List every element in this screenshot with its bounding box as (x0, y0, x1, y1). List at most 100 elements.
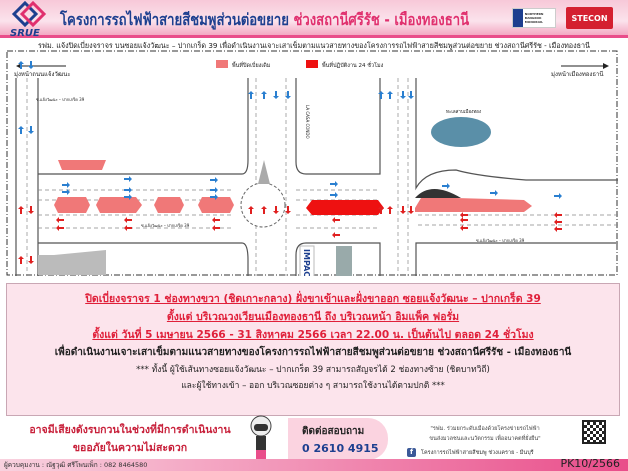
lake-photo (431, 117, 491, 147)
impact-logo (299, 245, 315, 276)
closure-original (54, 160, 532, 213)
arrow-u-icon (387, 91, 393, 99)
arrow-l-icon (460, 225, 468, 231)
arrow-r-icon (330, 181, 338, 187)
arrow-r-icon (124, 194, 132, 200)
arrow-u-icon (18, 61, 24, 69)
arrow-u-icon (261, 91, 267, 99)
footer-strip (0, 459, 628, 471)
noise-warning: อาจมีเสียงดังรบกวนในช่วงที่มีการดำเนินงา… (29, 424, 231, 454)
building-photo (336, 246, 352, 276)
lake-label: ทะเลสาบเมืองทอง (446, 108, 481, 115)
notice-note-2: และผู้ใช้ทางเข้า – ออก บริเวณซอยต่าง ๆ ส… (181, 381, 445, 391)
arrow-u-icon (18, 126, 24, 134)
notice-box: ปิดเบี่ยงจราจร 1 ช่องทางขวา (ชิดเกาะกลาง… (6, 283, 620, 416)
page-title: โครงการรถไฟฟ้าสายสีชมพูส่วนต่อขยาย ช่วงส… (60, 10, 470, 29)
arrow-u-icon (378, 91, 384, 99)
arrow-r-icon (554, 193, 562, 199)
mascot-icon (250, 415, 272, 460)
closure-24h (306, 200, 384, 215)
legend-24h-swatch (306, 60, 318, 68)
legend-original-swatch (216, 60, 228, 68)
facebook-icon: f (407, 448, 416, 457)
arrow-l-icon (56, 217, 64, 223)
arrow-l-icon (460, 217, 468, 223)
arrow-l-icon (332, 217, 340, 223)
impact-label: IMPACT (302, 249, 311, 276)
arrow-d-icon (285, 91, 291, 99)
arrow-d-icon (28, 61, 34, 69)
subtitle: รฟม. แจ้งปิดเบี่ยงจราจร บนซอยแจ้งวัฒนะ –… (38, 41, 590, 50)
arrow-d-icon (28, 256, 34, 264)
notice-closure: ปิดเบี่ยงจราจร 1 ช่องทางขวา (ชิดเกาะกลาง… (85, 293, 541, 305)
traffic-island (258, 160, 270, 184)
arrow-l-icon (554, 212, 562, 218)
traffic-island (38, 250, 106, 275)
arrow-r-icon (490, 190, 498, 196)
road-label: ซ.แจ้งวัฒนะ – ปากเกร็ด 39 (476, 237, 525, 243)
notice-location: ตั้งแต่ บริเวณวงเวียนเมืองทองธานี ถึง บร… (166, 311, 460, 323)
roundabout (240, 182, 286, 228)
nbm-logo: NORTHERN BANGKOK MONORAIL (512, 8, 556, 28)
arrow-u-icon (261, 206, 267, 214)
document-code: PK10/2566 (560, 457, 620, 470)
arrow-l-icon (212, 217, 220, 223)
road-edges (15, 78, 618, 276)
arrow-r-icon (210, 177, 218, 183)
traffic-map: มุ่งหน้าถนนแจ้งวัฒนะ มุ่งหน้าเมืองทองธาน… (6, 50, 618, 276)
header: SRUE โครงการรถไฟฟ้าสายสีชมพูส่วนต่อขยาย … (0, 0, 628, 38)
stecon-logo: STECON (566, 7, 613, 29)
arrow-u-icon (248, 206, 254, 214)
lane-markings (26, 78, 618, 276)
contact-phone[interactable]: 0 2610 4915 (302, 442, 379, 455)
arrow-u-icon (18, 206, 24, 214)
arrow-l-icon (124, 225, 132, 231)
closure-shadow (415, 189, 461, 198)
qr-code (582, 420, 606, 444)
slogan: "รฟม. ร่วมยกระดับเมืองด้วยโครงข่ายรถไฟฟ้… (429, 426, 541, 442)
notice-note-1: *** ทั้งนี้ ผู้ใช้เส้นทางซอยแจ้งวัฒนะ – … (136, 365, 490, 375)
contact-box: ติดต่อสอบถาม 0 2610 4915 (288, 418, 388, 460)
arrow-u-icon (248, 91, 254, 99)
supervisor: ผู้ควบคุมงาน : ณัฐวุฒิ ศรีโพนเพ็ก : 082 … (4, 461, 148, 469)
arrow-d-icon (28, 206, 34, 214)
arrow-d-icon (400, 206, 406, 214)
arrow-d-icon (28, 126, 34, 134)
notice-dates: ตั้งแต่ วันที่ 5 เมษายน 2566 - 31 สิงหาค… (92, 329, 534, 341)
arrow-r-icon (62, 182, 70, 188)
arrow-d-icon (285, 206, 291, 214)
arrow-d-icon (400, 91, 406, 99)
arrow-u-icon (387, 206, 393, 214)
arrow-l-icon (212, 225, 220, 231)
arrow-u-icon (18, 256, 24, 264)
map-border (6, 50, 618, 276)
arrow-r-icon (62, 189, 70, 195)
srue-logo: SRUE (10, 1, 47, 37)
road-label: ซ.แจ้งวัฒนะ – ปากเกร็ด 39 (141, 222, 190, 228)
arrow-d-icon (408, 206, 414, 214)
direction-right-label: มุ่งหน้าเมืองทองธานี (551, 70, 603, 78)
arrow-l-icon (332, 232, 340, 238)
arrow-u-icon (378, 206, 384, 214)
arrow-l-icon (56, 225, 64, 231)
arrow-l-icon (554, 226, 562, 232)
arrow-d-icon (273, 91, 279, 99)
svg-text:SRUE: SRUE (10, 28, 40, 37)
arrow-l-icon (554, 219, 562, 225)
arrow-r-icon (124, 176, 132, 182)
road-label: ซ.แจ้งวัฒนะ – ปากเกร็ด 39 (36, 96, 85, 102)
arrow-r-icon (442, 183, 450, 189)
direction-left-label: มุ่งหน้าถนนแจ้งวัฒนะ (14, 71, 71, 78)
arrow-r-icon (210, 187, 218, 193)
legend-24h-label: พื้นที่ปฏิบัติงาน 24 ชั่วโมง (322, 61, 384, 69)
arrow-l-icon (460, 212, 468, 218)
arrow-r-icon (124, 187, 132, 193)
arrow-r-icon (330, 192, 338, 198)
arrow-d-icon (273, 206, 279, 214)
traffic-arrows (18, 61, 562, 264)
arrow-d-icon (408, 91, 414, 99)
arrow-r-icon (210, 194, 218, 200)
notice-purpose: เพื่อดำเนินงานเจาะเสาเข็มตามแนวสายทางของ… (54, 347, 572, 358)
arrow-l-icon (124, 217, 132, 223)
